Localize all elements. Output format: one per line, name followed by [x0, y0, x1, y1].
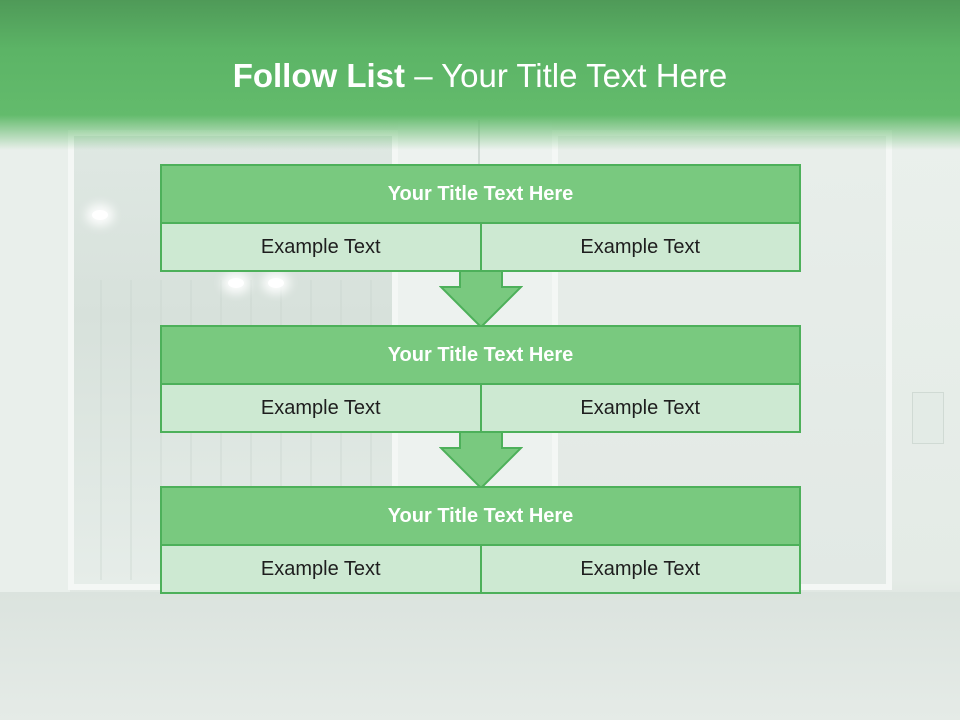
background-call-panel	[912, 392, 944, 444]
background-ceiling-light	[92, 210, 108, 220]
block-title: Your Title Text Here	[162, 166, 799, 224]
block-cell-right: Example Text	[479, 385, 799, 431]
down-arrow-icon	[439, 270, 523, 328]
block-title: Your Title Text Here	[162, 488, 799, 546]
follow-block-2: Your Title Text Here Example Text Exampl…	[160, 325, 801, 433]
slide-title-bold: Follow List	[232, 57, 406, 94]
background-wall	[0, 120, 70, 600]
block-title: Your Title Text Here	[162, 327, 799, 385]
block-cell-left: Example Text	[162, 546, 480, 592]
slide-title: Follow List – Your Title Text Here	[0, 54, 960, 98]
block-row: Example Text Example Text	[162, 385, 799, 431]
block-cell-right: Example Text	[479, 224, 799, 270]
follow-block-1: Your Title Text Here Example Text Exampl…	[160, 164, 801, 272]
background-ceiling-light	[228, 278, 244, 288]
block-cell-left: Example Text	[162, 224, 480, 270]
block-row: Example Text Example Text	[162, 546, 799, 592]
header-band	[0, 0, 960, 150]
slide-title-rest: – Your Title Text Here	[405, 57, 728, 94]
block-cell-left: Example Text	[162, 385, 480, 431]
background-ceiling-light	[268, 278, 284, 288]
block-row: Example Text Example Text	[162, 224, 799, 270]
down-arrow-icon	[439, 431, 523, 489]
background-floor	[0, 592, 960, 720]
block-cell-right: Example Text	[479, 546, 799, 592]
follow-block-3: Your Title Text Here Example Text Exampl…	[160, 486, 801, 594]
